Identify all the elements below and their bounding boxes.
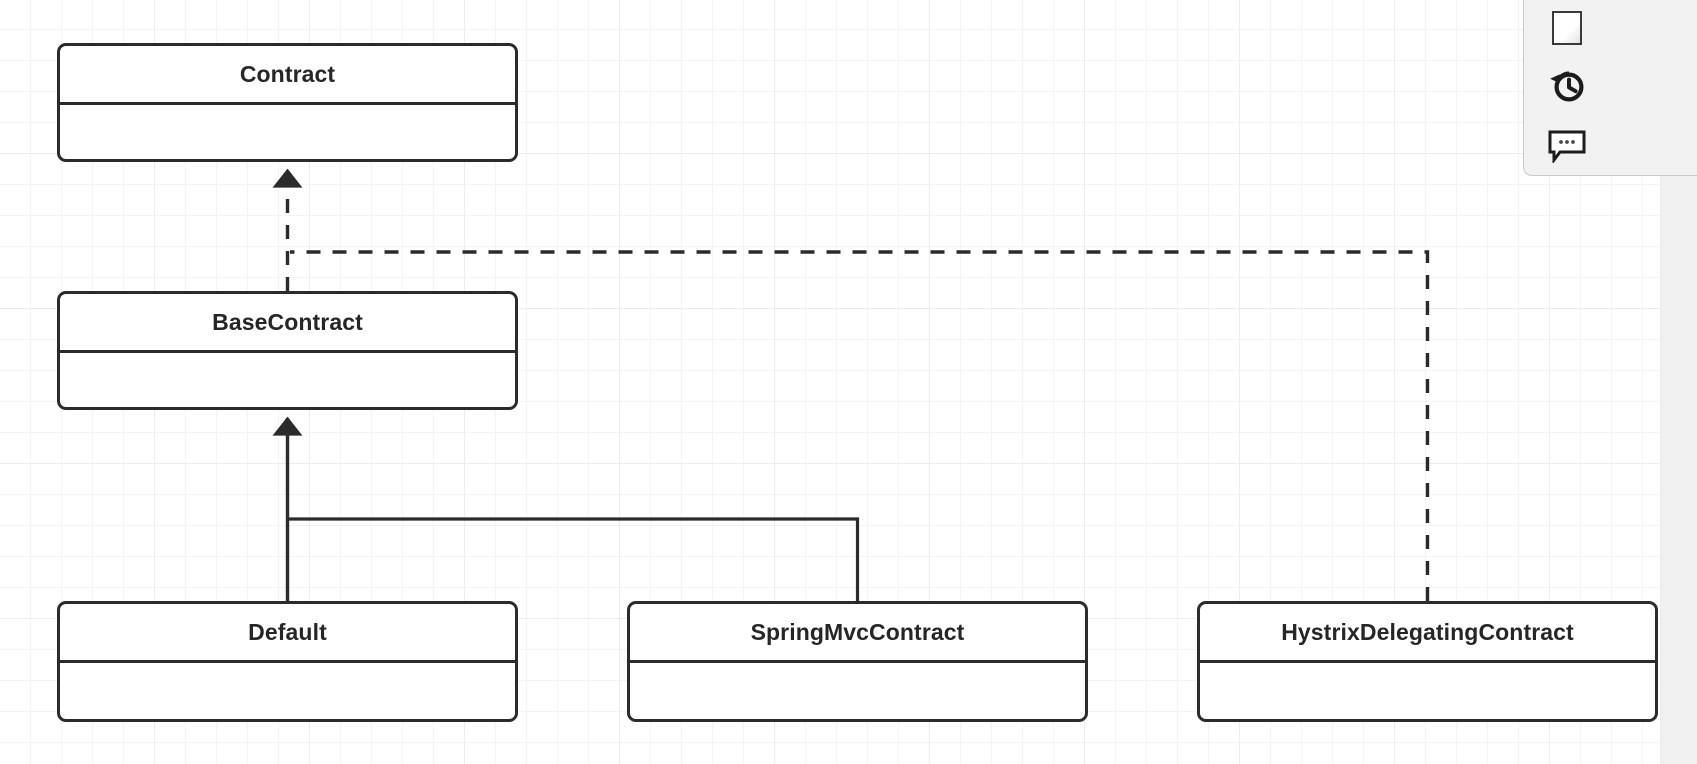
- uml-class-name: SpringMvcContract: [630, 604, 1085, 663]
- canvas-right-edge: [1660, 0, 1661, 764]
- uml-class-springmvccontract[interactable]: SpringMvcContract: [627, 601, 1088, 722]
- uml-class-compartment: [60, 353, 515, 407]
- uml-class-default[interactable]: Default: [57, 601, 518, 722]
- page-button[interactable]: [1544, 5, 1590, 51]
- uml-class-hystrixdelegatingcontract[interactable]: HystrixDelegatingContract: [1197, 601, 1658, 722]
- uml-class-compartment: [1200, 663, 1655, 719]
- uml-class-name: Contract: [60, 46, 515, 105]
- uml-class-basecontract[interactable]: BaseContract: [57, 291, 518, 410]
- uml-class-name: Default: [60, 604, 515, 663]
- uml-class-contract[interactable]: Contract: [57, 43, 518, 162]
- history-icon: [1550, 71, 1584, 102]
- uml-class-compartment: [630, 663, 1085, 719]
- uml-class-name: HystrixDelegatingContract: [1200, 604, 1655, 663]
- floating-tool-panel: [1523, 0, 1697, 176]
- page-icon: [1552, 11, 1582, 45]
- comment-icon: [1548, 130, 1586, 163]
- uml-class-compartment: [60, 663, 515, 719]
- uml-class-name: BaseContract: [60, 294, 515, 353]
- history-button[interactable]: [1544, 64, 1590, 110]
- comment-button[interactable]: [1544, 123, 1590, 169]
- uml-class-compartment: [60, 105, 515, 159]
